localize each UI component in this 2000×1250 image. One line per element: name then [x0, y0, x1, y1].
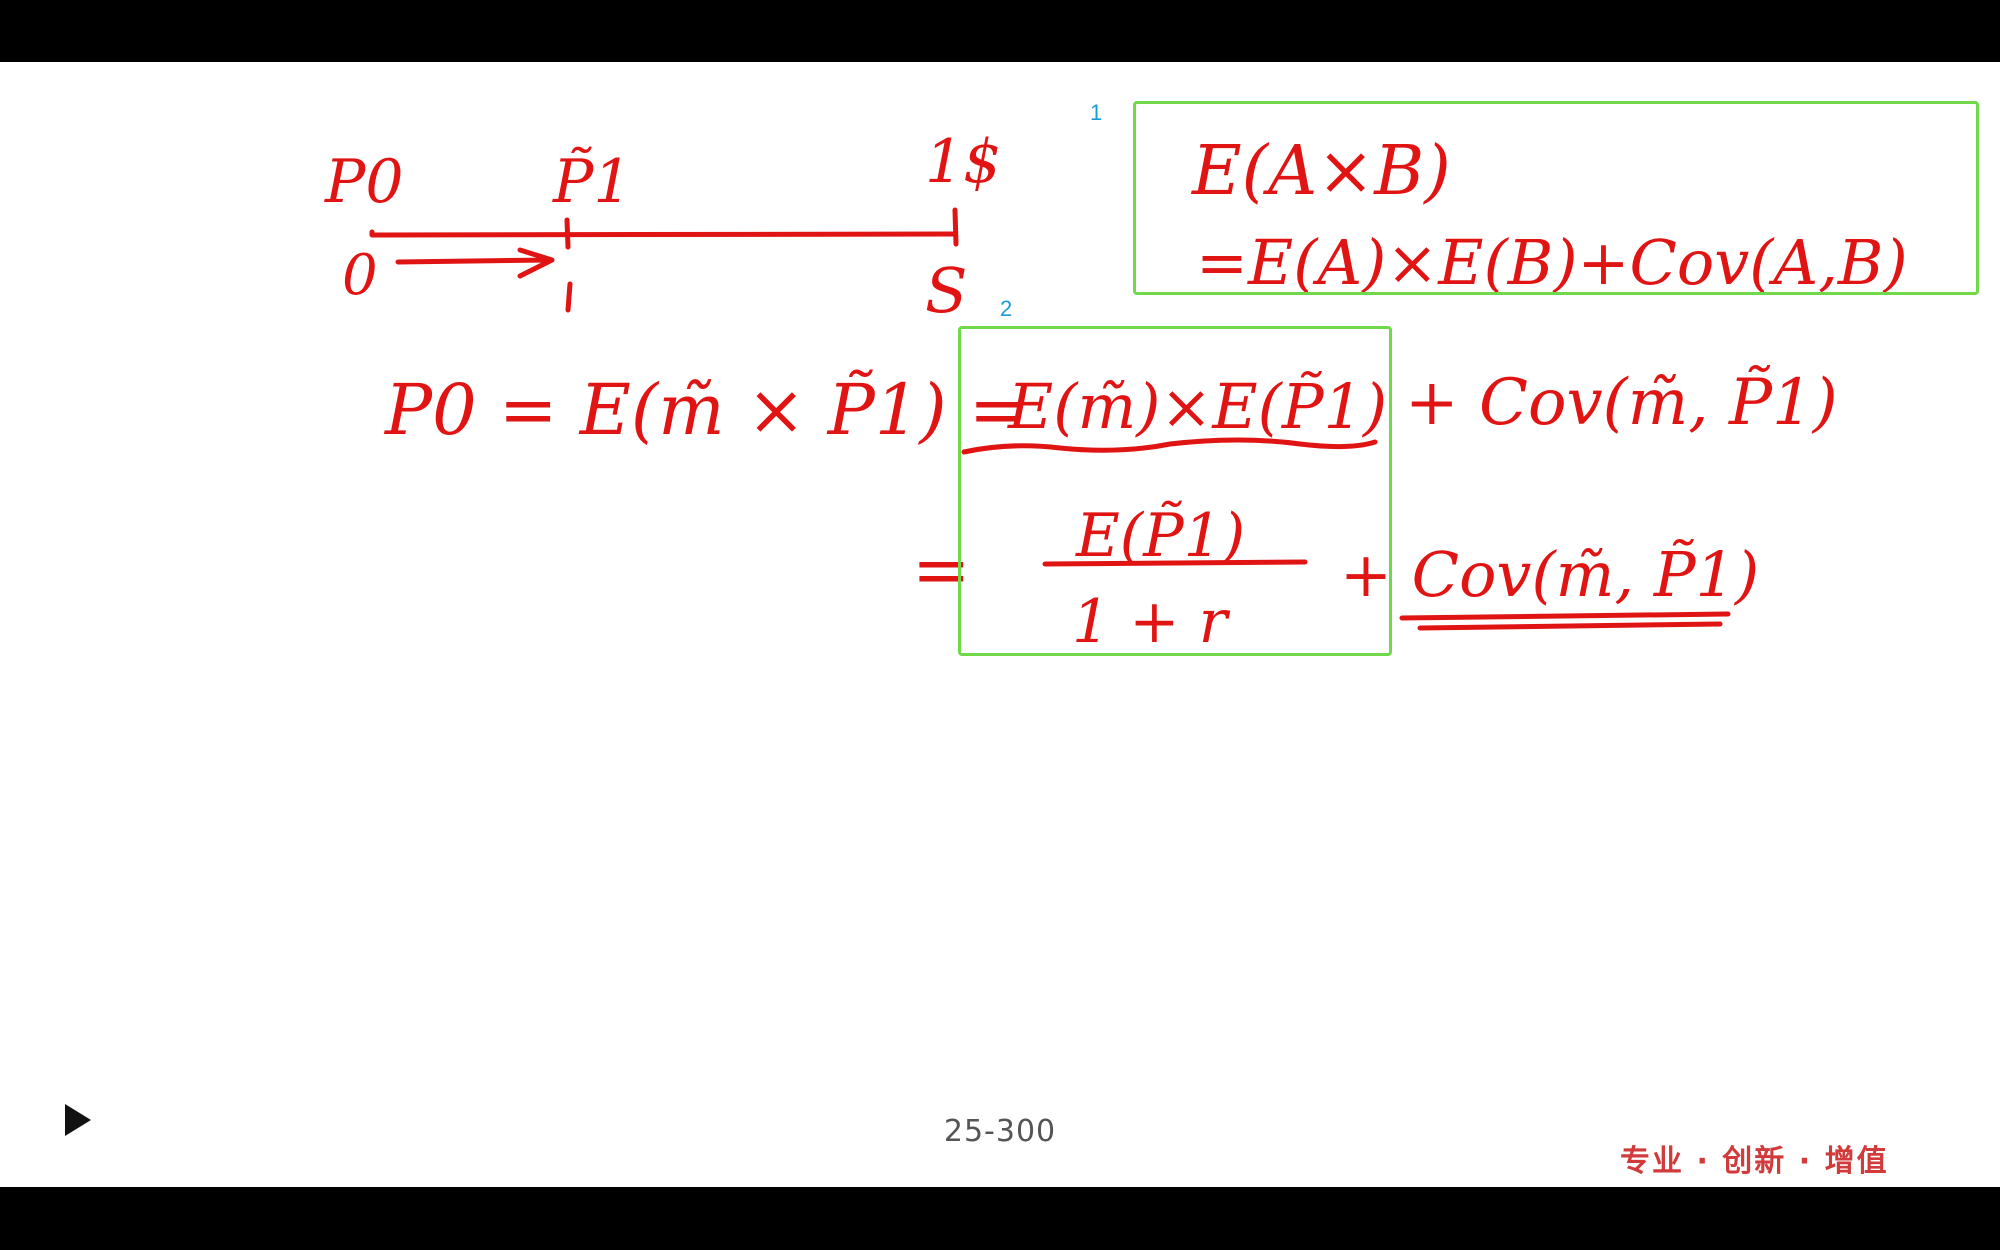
box1-line1: E(A×B): [1190, 132, 1451, 211]
timeline-label-dollar: 1$: [925, 127, 1001, 197]
tick-label-0: 0: [342, 243, 378, 308]
eq2-term2: + Cov(m̃, P̃1): [1340, 538, 1759, 611]
slide-slogan: 专业 · 创新 · 增值: [1620, 1144, 1889, 1179]
timeline-label-p0: P0: [324, 147, 404, 217]
bottom-letterbox-bar: [0, 1187, 2000, 1250]
timeline-label-p1: P̃1: [552, 146, 632, 217]
tick-1-mark: [565, 281, 573, 313]
eq1-term1-underline: [961, 437, 1378, 455]
tick-label-s: S: [925, 254, 967, 327]
eq2-fraction-bar: [1042, 559, 1308, 567]
handwriting-layer: P0 P̃1 1$ 0 S E(A×B) =E(A)×E(B)+Cov(A,B)…: [324, 127, 1908, 657]
eq1-term1: E(m̃)×E(P̃1): [1007, 370, 1387, 443]
eq2-denominator: 1 + r: [1072, 587, 1231, 657]
top-letterbox-bar: [0, 0, 2000, 62]
play-icon: [65, 1104, 91, 1136]
slide-page-number: 25-300: [943, 1114, 1057, 1149]
eq2-term2-underline-2: [1417, 621, 1723, 631]
timeline-tick-1: [564, 217, 571, 250]
eq1-lhs: P0 = E(m̃ × P̃1) =: [383, 369, 1028, 451]
annotation-box-2-number: 2: [1000, 296, 1013, 321]
annotation-box-2: [958, 326, 1392, 656]
slide-canvas: P0 P̃1 1$ 0 S E(A×B) =E(A)×E(B)+Cov(A,B)…: [0, 62, 2000, 1187]
timeline-line: [369, 229, 958, 238]
timeline-tick-s: [952, 207, 959, 247]
eq2-numerator: E(P̃1): [1075, 500, 1245, 571]
play-button[interactable]: [38, 1080, 118, 1160]
eq1-term2: + Cov(m̃, P̃1): [1405, 365, 1838, 440]
timeline-arrow: [395, 247, 555, 279]
annotation-box-1-number: 1: [1090, 100, 1103, 125]
annotation-box-1: [1133, 101, 1979, 295]
eq2-term2-underline-1: [1399, 611, 1731, 621]
box1-line2: =E(A)×E(B)+Cov(A,B): [1196, 226, 1908, 299]
